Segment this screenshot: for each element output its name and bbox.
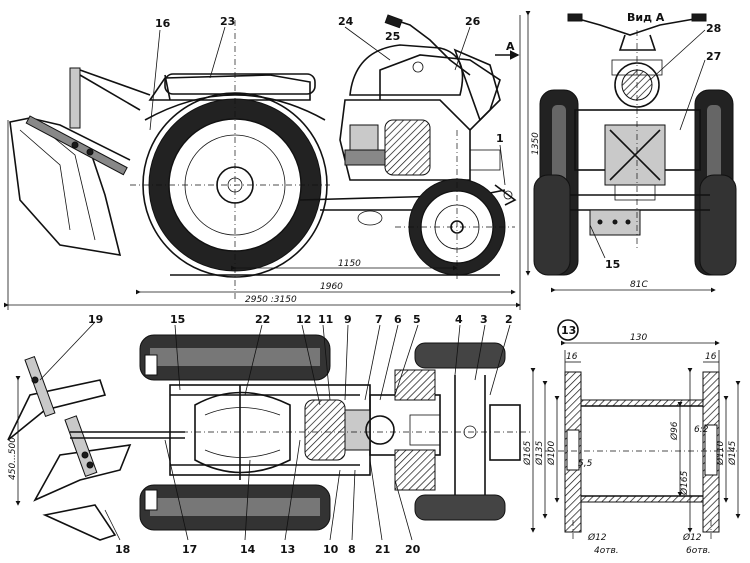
callout-5: 5 bbox=[413, 313, 421, 326]
detail-13-number: 13 bbox=[561, 324, 576, 337]
seat bbox=[164, 73, 316, 95]
callout-7: 7 bbox=[375, 313, 383, 326]
callout-4: 4 bbox=[455, 313, 463, 326]
dim-16-left: 16 bbox=[566, 352, 578, 362]
callout-27: 27 bbox=[706, 50, 721, 63]
callout-15: 15 bbox=[170, 313, 185, 326]
callout-20: 20 bbox=[405, 543, 421, 556]
callout-11: 11 bbox=[318, 313, 333, 326]
callout-12: 12 bbox=[296, 313, 311, 326]
callout-23: 23 bbox=[220, 15, 235, 28]
callout-24: 24 bbox=[338, 15, 354, 28]
handlebar-side bbox=[384, 14, 501, 122]
dim-16-right: 16 bbox=[705, 352, 717, 362]
callout-14: 14 bbox=[240, 543, 256, 556]
dim-d110: Ø110 bbox=[715, 440, 726, 466]
dim-1150: 1150 bbox=[338, 259, 361, 269]
dim-5-5: 5,5 bbox=[578, 459, 593, 469]
dim-810: 81С bbox=[630, 280, 648, 290]
arrow-a-label: A bbox=[506, 40, 515, 53]
dim-6-2: 6:2 bbox=[694, 425, 709, 435]
callout-25: 25 bbox=[385, 30, 400, 43]
top-view: 450...500 19 bbox=[7, 313, 530, 556]
dim-d145: Ø145 bbox=[727, 440, 738, 466]
callout-16: 16 bbox=[155, 17, 171, 30]
callout-15-front: 15 bbox=[605, 258, 620, 271]
callout-22: 22 bbox=[255, 313, 270, 326]
dim-d100: Ø100 bbox=[546, 440, 557, 466]
dim-d135: Ø135 bbox=[534, 440, 545, 466]
dim-130: 130 bbox=[630, 333, 647, 343]
callout-6: 6 bbox=[394, 313, 402, 326]
dim-d12-left: Ø12 bbox=[587, 532, 607, 543]
callout-3: 3 bbox=[480, 313, 488, 326]
callout-2: 2 bbox=[505, 313, 513, 326]
dim-d96: Ø96 bbox=[669, 421, 680, 441]
view-a-label: Вид А bbox=[627, 11, 665, 24]
dim-d165-left: Ø165 bbox=[522, 440, 533, 466]
callout-8: 8 bbox=[348, 543, 356, 556]
callout-1: 1 bbox=[496, 132, 504, 145]
callout-18: 18 bbox=[115, 543, 130, 556]
dim-d12-right: Ø12 bbox=[682, 532, 702, 543]
callout-21: 21 bbox=[375, 543, 390, 556]
callout-19: 19 bbox=[88, 313, 103, 326]
side-view: 1150 1960 2950 :3150 1350 A 16 23 24 25 … bbox=[4, 11, 541, 310]
plough-side bbox=[9, 67, 151, 256]
fuel-tank bbox=[349, 44, 464, 96]
plough-top bbox=[7, 355, 185, 541]
holes-6: 6отв. bbox=[686, 546, 711, 556]
engine-side bbox=[339, 54, 501, 181]
detail-13: 13 130 16 16 Ø165 Ø135 Ø100 5,5 Ø96 bbox=[522, 319, 741, 556]
front-view: Вид А 81С 28 27 15 bbox=[533, 11, 737, 293]
fender-top bbox=[148, 74, 311, 101]
dim-450-500: 450...500 bbox=[8, 437, 18, 480]
dim-1960: 1960 bbox=[320, 282, 343, 292]
callout-26: 26 bbox=[465, 15, 481, 28]
callout-9: 9 bbox=[344, 313, 352, 326]
callout-13: 13 bbox=[280, 543, 295, 556]
callout-10: 10 bbox=[323, 543, 339, 556]
dim-d165-right: Ø165 bbox=[679, 470, 690, 496]
dim-2950: 2950 :3150 bbox=[245, 295, 297, 305]
dim-1350: 1350 bbox=[531, 132, 541, 155]
holes-4: 4отв. bbox=[594, 546, 619, 556]
callout-17: 17 bbox=[182, 543, 197, 556]
callout-28: 28 bbox=[706, 22, 721, 35]
